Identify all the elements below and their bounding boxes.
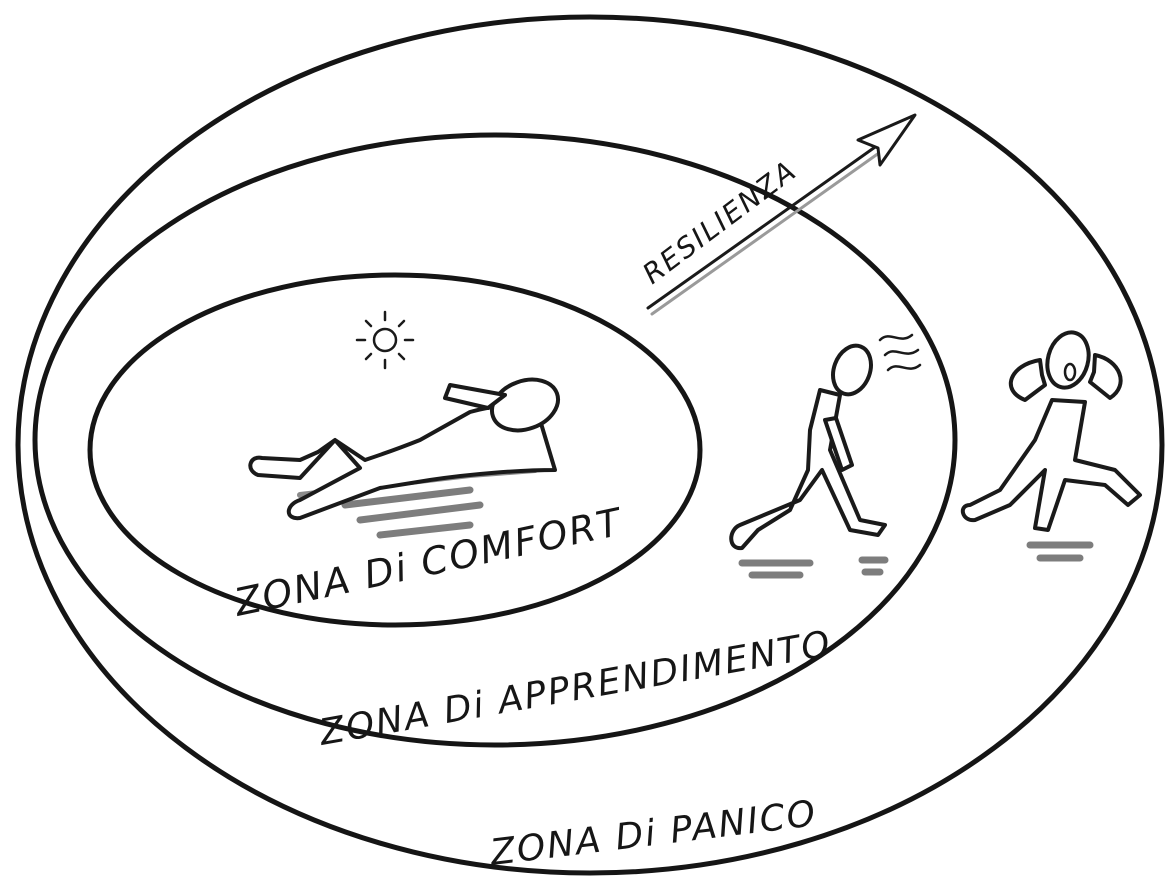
- resilience-arrow: [648, 115, 915, 314]
- relaxing-person-icon: [250, 371, 565, 535]
- comfort-zone-label: ZONA Di COMFORT: [230, 499, 627, 625]
- sun-icon: [357, 312, 413, 368]
- running-person-icon: [731, 335, 920, 575]
- panic-zone-ellipse: [18, 17, 1162, 873]
- panicking-person-icon: [963, 328, 1140, 558]
- panic-zone-label: ZONA Di PANICO: [487, 793, 819, 874]
